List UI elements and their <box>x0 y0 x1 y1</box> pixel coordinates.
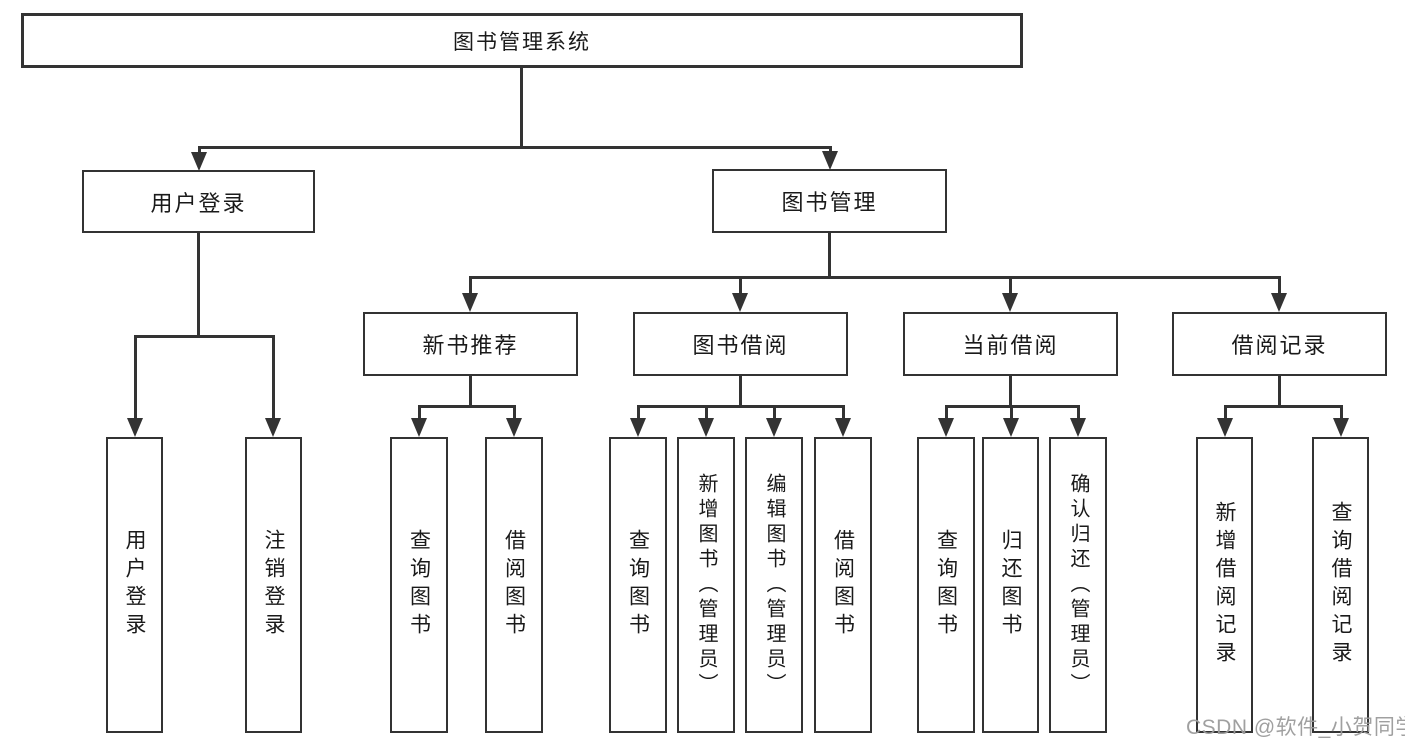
leaf-label: 查询借阅记录 <box>1329 501 1352 669</box>
connector-book-management-stem <box>828 233 831 277</box>
leaf-query-borrow-record: 查询借阅记录 <box>1312 437 1369 733</box>
leaf-label: 编辑图书（管理员） <box>763 472 785 698</box>
connector-current-borrowing-stem <box>1009 376 1012 406</box>
leaf-label: 查询图书 <box>934 529 958 641</box>
arrow-down-icon <box>1333 405 1349 437</box>
arrow-down-icon <box>1002 276 1018 312</box>
connector-root-stem <box>520 68 523 147</box>
csdn-watermark: CSDN @软件_小贺同学 <box>1186 716 1405 739</box>
leaf-label: 新增借阅记录 <box>1213 501 1236 669</box>
arrow-down-icon <box>835 405 851 437</box>
arrow-down-icon <box>938 405 954 437</box>
node-user-login: 用户登录 <box>82 170 315 233</box>
arrow-down-icon <box>630 405 646 437</box>
connector-root-rail <box>198 146 832 149</box>
leaf-user-login: 用户登录 <box>106 437 163 733</box>
leaf-label: 新增图书（管理员） <box>695 472 717 698</box>
leaf-edit-books-admin: 编辑图书（管理员） <box>745 437 803 733</box>
leaf-label: 查询图书 <box>626 529 650 641</box>
leaf-logout: 注销登录 <box>245 437 302 733</box>
arrow-down-icon <box>766 405 782 437</box>
leaf-query-books-current: 查询图书 <box>917 437 975 733</box>
leaf-label: 注销登录 <box>262 529 285 641</box>
arrow-down-icon <box>127 335 143 437</box>
leaf-label: 归还图书 <box>999 529 1022 641</box>
arrow-down-icon <box>1070 405 1086 437</box>
connector-user-login-rail <box>134 335 275 338</box>
connector-current-borrowing-rail <box>945 405 1080 408</box>
arrow-down-icon <box>732 276 748 312</box>
connector-book-borrowing-rail <box>637 405 844 408</box>
node-label: 图书管理系统 <box>453 30 591 54</box>
node-book-management: 图书管理 <box>712 169 947 233</box>
arrow-down-icon <box>1271 276 1287 312</box>
leaf-label: 查询图书 <box>407 529 431 641</box>
leaf-add-borrow-record: 新增借阅记录 <box>1196 437 1253 733</box>
node-label: 当前借阅 <box>962 333 1059 358</box>
node-label: 用户登录 <box>150 190 247 216</box>
leaf-label: 借阅图书 <box>502 529 526 641</box>
leaf-add-books-admin: 新增图书（管理员） <box>677 437 735 733</box>
node-library-management-system: 图书管理系统 <box>21 13 1023 68</box>
leaf-borrow-books-recommend: 借阅图书 <box>485 437 543 733</box>
node-label: 新书推荐 <box>422 333 519 358</box>
connector-borrowing-records-rail <box>1224 405 1343 408</box>
leaf-label: 确认归还（管理员） <box>1067 472 1089 698</box>
node-new-book-recommendation: 新书推荐 <box>363 312 578 376</box>
leaf-borrow-books: 借阅图书 <box>814 437 872 733</box>
connector-book-management-rail <box>469 276 1281 279</box>
node-label: 图书借阅 <box>692 333 789 358</box>
connector-borrowing-records-stem <box>1278 376 1281 406</box>
leaf-return-books: 归还图书 <box>982 437 1039 733</box>
arrow-down-icon <box>822 146 838 170</box>
connector-user-login-stem <box>197 233 200 336</box>
node-current-borrowing: 当前借阅 <box>903 312 1118 376</box>
node-book-borrowing: 图书借阅 <box>633 312 848 376</box>
arrow-down-icon <box>411 405 427 437</box>
connector-new-book-rail <box>418 405 516 408</box>
arrow-down-icon <box>506 405 522 437</box>
leaf-confirm-return-admin: 确认归还（管理员） <box>1049 437 1107 733</box>
leaf-query-books-recommend: 查询图书 <box>390 437 448 733</box>
arrow-down-icon <box>698 405 714 437</box>
arrow-down-icon <box>191 146 207 171</box>
arrow-down-icon <box>265 335 281 437</box>
arrow-down-icon <box>462 276 478 312</box>
node-label: 图书管理 <box>781 190 878 215</box>
leaf-label: 用户登录 <box>123 529 146 641</box>
node-label: 借阅记录 <box>1231 333 1328 358</box>
connector-new-book-stem <box>469 376 472 406</box>
arrow-down-icon <box>1003 405 1019 437</box>
leaf-label: 借阅图书 <box>831 529 855 641</box>
connector-book-borrowing-stem <box>739 376 742 406</box>
leaf-query-books-borrowing: 查询图书 <box>609 437 667 733</box>
arrow-down-icon <box>1217 405 1233 437</box>
node-borrowing-records: 借阅记录 <box>1172 312 1387 376</box>
